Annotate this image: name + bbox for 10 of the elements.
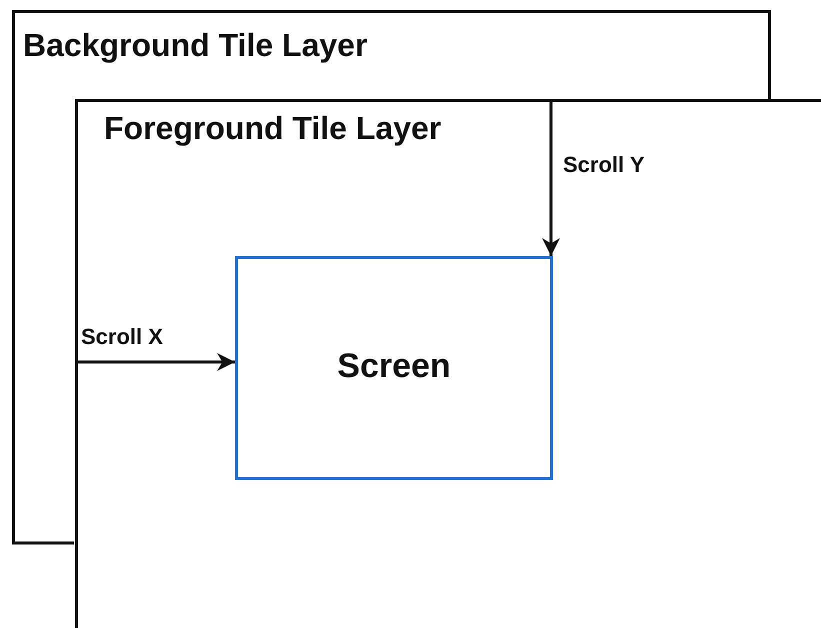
layer-title: Foreground Tile Layer xyxy=(104,110,442,147)
layer-panel xyxy=(12,10,771,99)
box-label: Screen xyxy=(336,347,452,386)
edge-label: Scroll X xyxy=(81,324,163,350)
arrow xyxy=(76,353,235,371)
screen-box xyxy=(235,256,553,480)
layer-title: Background Tile Layer xyxy=(23,27,368,64)
layer-panel xyxy=(75,99,821,628)
arrow xyxy=(542,100,560,256)
edge-label: Scroll Y xyxy=(563,152,645,178)
